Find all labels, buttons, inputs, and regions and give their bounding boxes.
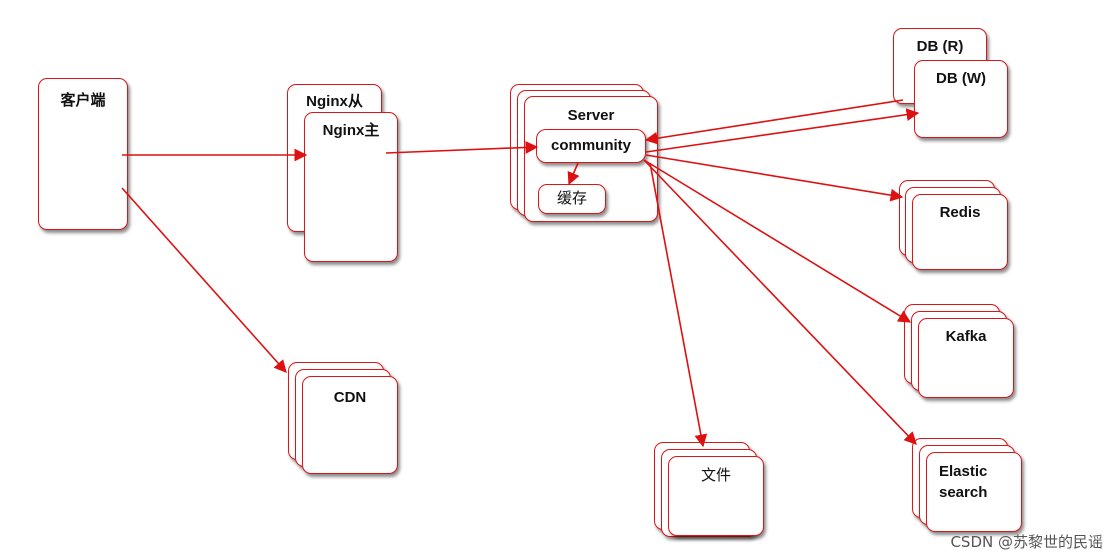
db-write-label: DB (W) — [936, 70, 986, 87]
arrow-community-to-elasticsearch — [643, 159, 917, 445]
cdn-node: CDN — [302, 376, 398, 474]
cdn-label: CDN — [333, 389, 367, 406]
watermark: CSDN @苏黎世的民谣 — [950, 533, 1103, 551]
client-node: 客户端 — [38, 78, 128, 230]
db-write-node: DB (W) — [914, 60, 1008, 138]
nginx-master-label: Nginx主 — [322, 122, 380, 139]
elasticsearch-label-line1: Elastic — [939, 463, 988, 480]
nginx-master-node: Nginx主 — [304, 112, 398, 262]
arrow-community-to-db-write — [645, 108, 920, 153]
arrow-db-read-to-community — [644, 99, 904, 145]
redis-label: Redis — [939, 204, 981, 221]
files-label: 文件 — [700, 467, 731, 484]
files-node: 文件 — [668, 456, 764, 536]
elasticsearch-node: Elastic search — [926, 452, 1022, 532]
client-label: 客户端 — [60, 92, 106, 109]
arrow-client-to-cdn — [121, 187, 287, 373]
arrow-community-to-cache — [567, 162, 580, 186]
arrow-nginx-to-community — [385, 141, 539, 154]
kafka-node: Kafka — [918, 318, 1014, 398]
db-read-label: DB (R) — [916, 38, 964, 55]
nginx-slave-label: Nginx从 — [306, 93, 363, 110]
community-node: community — [536, 129, 646, 163]
redis-node: Redis — [912, 194, 1008, 270]
community-label: community — [550, 137, 631, 154]
elasticsearch-label-line2: search — [939, 484, 988, 501]
server-label: Server — [567, 107, 615, 124]
kafka-label: Kafka — [945, 328, 987, 345]
arrow-community-to-files — [649, 162, 708, 448]
cache-label: 缓存 — [556, 190, 587, 207]
arrow-community-to-redis — [645, 154, 904, 202]
cache-node: 缓存 — [538, 184, 606, 214]
arrow-community-to-kafka — [643, 159, 912, 323]
